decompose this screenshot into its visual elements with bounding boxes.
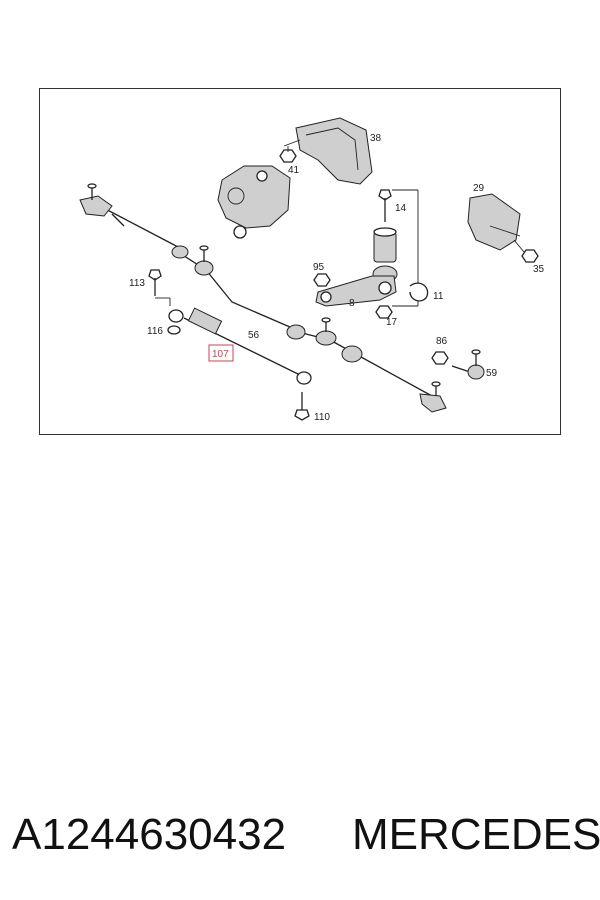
part-35-nut — [513, 239, 539, 263]
part-110-bolt — [294, 392, 310, 421]
callout-116[interactable]: 116 — [147, 326, 163, 337]
part-95-nut — [313, 273, 331, 287]
callout-29[interactable]: 29 — [473, 183, 485, 194]
footer-caption: A1244630432 MERCEDES — [0, 800, 600, 870]
callout-17[interactable]: 17 — [386, 317, 398, 328]
callout-113[interactable]: 113 — [129, 278, 145, 289]
callout-11[interactable]: 11 — [433, 291, 444, 302]
part-116-washer — [167, 325, 181, 335]
part-11-bushing — [372, 227, 429, 302]
part-107-steering-damper — [168, 307, 312, 385]
part-38-bracket — [283, 117, 373, 185]
brand-name: MERCEDES — [352, 810, 600, 859]
part-113-bolt — [148, 269, 171, 306]
callout-110[interactable]: 110 — [314, 412, 330, 423]
part-86-nut — [431, 351, 449, 365]
callout-35[interactable]: 35 — [533, 264, 545, 275]
part-number: A1244630432 — [12, 810, 287, 859]
part-56-center-link — [171, 245, 331, 341]
part-8-idler-arm — [315, 275, 397, 307]
part-41-bolt — [279, 146, 297, 163]
callout-95[interactable]: 95 — [313, 262, 325, 273]
callout-56[interactable]: 56 — [248, 330, 260, 341]
callout-38[interactable]: 38 — [370, 133, 382, 144]
callout-107[interactable]: 107 — [212, 349, 229, 360]
part-29-bracket — [467, 193, 521, 251]
right-tie-rod — [315, 317, 447, 413]
part-59-ball-joint — [451, 349, 485, 380]
callout-59[interactable]: 59 — [486, 368, 498, 379]
steering-gearbox — [217, 165, 291, 239]
callout-86[interactable]: 86 — [436, 336, 448, 347]
callout-14[interactable]: 14 — [395, 203, 407, 214]
callout-8[interactable]: 8 — [349, 298, 355, 309]
left-tie-rod-upper — [79, 183, 181, 249]
callout-41[interactable]: 41 — [288, 165, 300, 176]
part-17-nut — [375, 305, 418, 319]
highlight-box-107 — [208, 344, 234, 362]
